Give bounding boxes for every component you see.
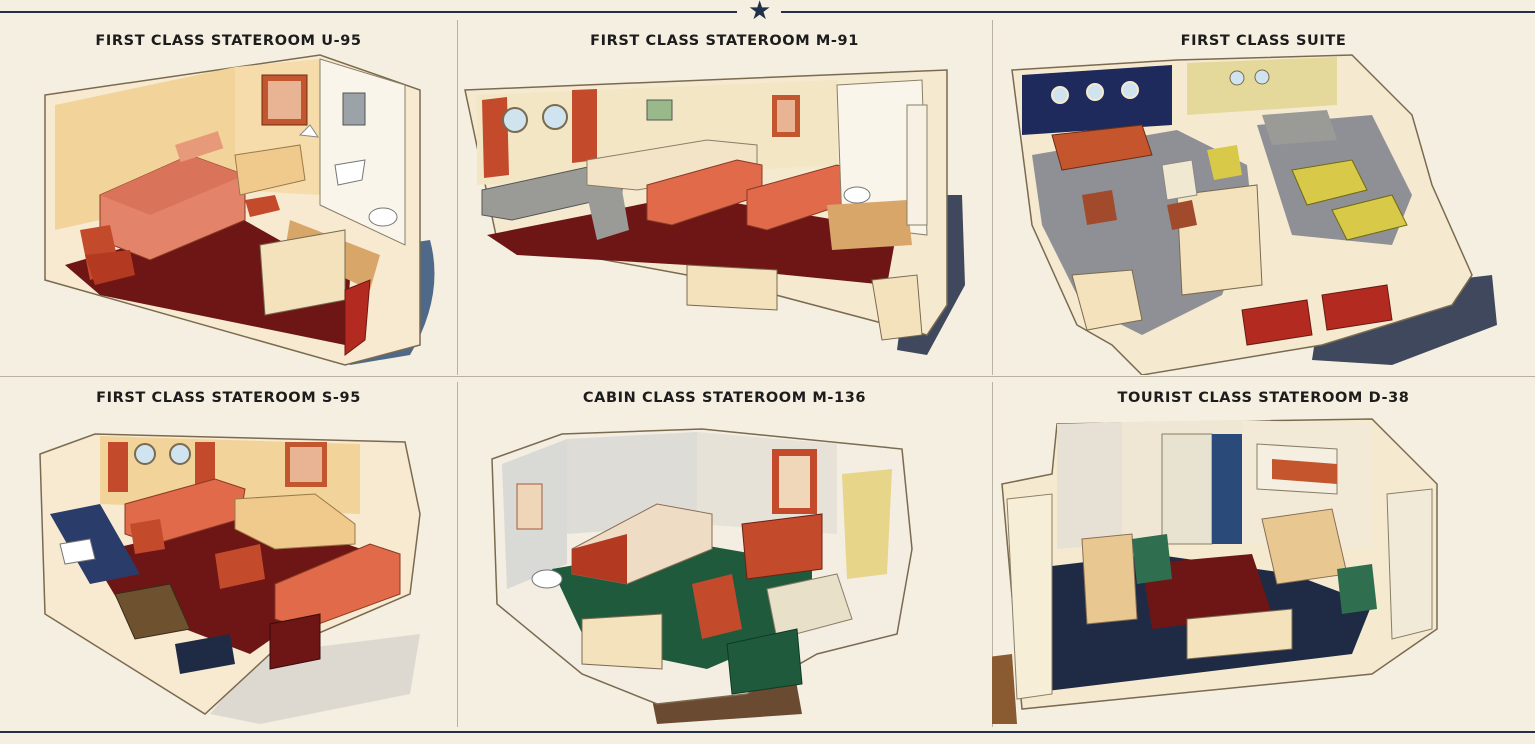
divider [992,20,993,375]
divider [457,382,458,727]
panel-title: FIRST CLASS STATEROOM S-95 [96,390,361,406]
panel-title: FIRST CLASS STATEROOM U-95 [95,33,362,49]
panel-suite: FIRST CLASS SUITE [992,33,1535,375]
panel-u95: FIRST CLASS STATEROOM U-95 [0,33,457,373]
room-illustration [44,54,435,366]
room-illustration [1011,54,1497,375]
panel-m136: CABIN CLASS STATEROOM M-136 [457,390,992,725]
panel-m91: FIRST CLASS STATEROOM M-91 [457,33,992,373]
divider [992,382,993,727]
panel-title: CABIN CLASS STATEROOM M-136 [582,390,867,406]
top-rule-left [0,11,737,13]
divider [457,20,458,375]
divider [0,376,1535,377]
room-illustration [464,69,965,355]
room-illustration [39,433,421,724]
star-icon: ★ [748,0,772,25]
top-rule-right [781,11,1535,13]
panel-s95: FIRST CLASS STATEROOM S-95 [0,390,457,725]
panel-title: TOURIST CLASS STATEROOM D-38 [1117,390,1410,406]
panel-d38: TOURIST CLASS STATEROOM D-38 [992,390,1535,725]
room-illustration [992,418,1438,724]
bottom-rule [0,731,1535,733]
panel-title: FIRST CLASS SUITE [1180,33,1347,49]
panel-title: FIRST CLASS STATEROOM M-91 [590,33,859,49]
room-illustration [491,428,913,724]
